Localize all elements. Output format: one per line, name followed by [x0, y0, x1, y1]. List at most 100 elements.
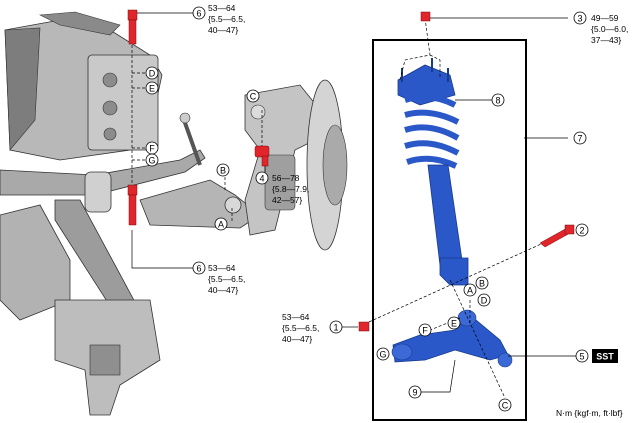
body-shell-dark: [4, 27, 41, 151]
svg-text:56—78: 56—78: [272, 173, 300, 183]
bracket-hole: [103, 127, 117, 141]
arm-ball-joint: [497, 352, 513, 368]
leader-lines: [131, 12, 578, 393]
bracket-hole: [102, 72, 118, 88]
callout-1: 1: [329, 320, 343, 334]
torque-1: 53—64 {5.5—6.5, 40—47}: [282, 312, 319, 344]
letter-B-left: B: [216, 163, 230, 177]
letter-B-right: B: [475, 276, 489, 290]
svg-text:A: A: [218, 220, 224, 230]
svg-text:53—64: 53—64: [282, 312, 310, 322]
letter-A-right: A: [463, 283, 477, 297]
svg-text:G: G: [379, 350, 386, 360]
svg-text:{5.5—6.5,: {5.5—6.5,: [208, 274, 245, 284]
svg-text:C: C: [502, 401, 509, 411]
svg-text:E: E: [149, 84, 155, 94]
letter-D-right: D: [477, 293, 491, 307]
svg-text:3: 3: [577, 14, 582, 24]
torque-6-top: 53—64 {5.5—6.5, 40—47}: [208, 3, 245, 35]
callout-9: 9: [408, 385, 422, 399]
letter-D-left: D: [145, 66, 159, 80]
letter-G-right: G: [376, 347, 390, 361]
bolt-2: [539, 224, 575, 248]
strut-assembly: [391, 58, 513, 368]
svg-text:B: B: [220, 166, 226, 176]
arm-bushing-front: [391, 343, 413, 361]
callout-7: 7: [573, 131, 587, 145]
svg-text:40—47}: 40—47}: [208, 285, 238, 295]
svg-text:{5.5—6.5,: {5.5—6.5,: [282, 323, 319, 333]
callout-3: 3: [573, 11, 587, 25]
svg-text:53—64: 53—64: [208, 263, 236, 273]
coil-spring: [404, 93, 460, 169]
letter-C-right: C: [498, 398, 512, 412]
shock-absorber: [427, 164, 463, 266]
stabilizer-bushing: [84, 171, 112, 213]
shell-top: [38, 11, 121, 36]
svg-text:B: B: [479, 279, 485, 289]
svg-text:9: 9: [412, 388, 417, 398]
svg-text:E: E: [451, 319, 457, 329]
stabilizer-link: [182, 119, 202, 166]
svg-text:6: 6: [196, 264, 201, 274]
svg-text:8: 8: [495, 96, 500, 106]
svg-text:6: 6: [196, 9, 201, 19]
callout-4: 4: [255, 171, 269, 185]
letter-F-right: F: [418, 323, 432, 337]
mount-block: [89, 344, 121, 376]
callout-6-top: 6: [192, 6, 206, 20]
lower-arm-bushing: [224, 196, 242, 214]
letter-C-left: C: [246, 89, 260, 103]
torque-3: 49—59 {5.0—6.0, 37—43}: [591, 13, 628, 45]
bracket-hole: [102, 100, 118, 116]
letter-A-left: A: [214, 217, 228, 231]
svg-text:C: C: [250, 92, 257, 102]
svg-text:1: 1: [333, 323, 338, 333]
callout-5: 5: [575, 349, 589, 363]
units-label: N·m {kgf·m, ft·lbf}: [556, 408, 623, 418]
strut-mount: [397, 64, 456, 106]
svg-text:7: 7: [577, 134, 582, 144]
upper-ball-joint: [250, 104, 266, 120]
svg-text:G: G: [148, 156, 155, 166]
letter-F-left: F: [145, 141, 159, 155]
svg-text:5: 5: [579, 352, 584, 362]
svg-text:F: F: [149, 144, 155, 154]
shock-bracket: [439, 257, 469, 286]
svg-text:{5.0—6.0,: {5.0—6.0,: [591, 24, 628, 34]
svg-text:2: 2: [579, 226, 584, 236]
letter-E-right: E: [447, 316, 461, 330]
svg-text:D: D: [149, 69, 156, 79]
callout-6-bottom: 6: [192, 261, 206, 275]
callout-2: 2: [575, 223, 589, 237]
callout-8: 8: [491, 93, 505, 107]
guide-lines-left: [131, 45, 263, 222]
svg-text:40—47}: 40—47}: [208, 25, 238, 35]
svg-text:{5.5—6.5,: {5.5—6.5,: [208, 14, 245, 24]
lower-arm: [139, 179, 261, 229]
link-ball: [179, 112, 191, 124]
svg-text:40—47}: 40—47}: [282, 334, 312, 344]
bolt-3: [420, 11, 431, 22]
svg-text:SST: SST: [596, 352, 614, 362]
bolt-4: [254, 145, 270, 167]
svg-text:42—57}: 42—57}: [272, 195, 302, 205]
bolt-6-top: [127, 9, 138, 45]
svg-text:A: A: [467, 286, 473, 296]
svg-text:4: 4: [259, 174, 264, 184]
svg-text:53—64: 53—64: [208, 3, 236, 13]
letter-G-left: G: [145, 153, 159, 167]
svg-text:49—59: 49—59: [591, 13, 619, 23]
arm-bushing-rear: [457, 309, 477, 327]
stabilizer-bar: [0, 149, 206, 196]
bolt-6-bottom: [127, 184, 138, 226]
rotor-hub: [322, 124, 348, 206]
letter-E-left: E: [145, 81, 159, 95]
torque-6-bottom: 53—64 {5.5—6.5, 40—47}: [208, 263, 245, 295]
svg-text:37—43}: 37—43}: [591, 35, 621, 45]
torque-4: 56—78 {5.8—7.9, 42—57}: [272, 173, 309, 205]
svg-text:F: F: [422, 326, 428, 336]
svg-text:D: D: [481, 296, 488, 306]
